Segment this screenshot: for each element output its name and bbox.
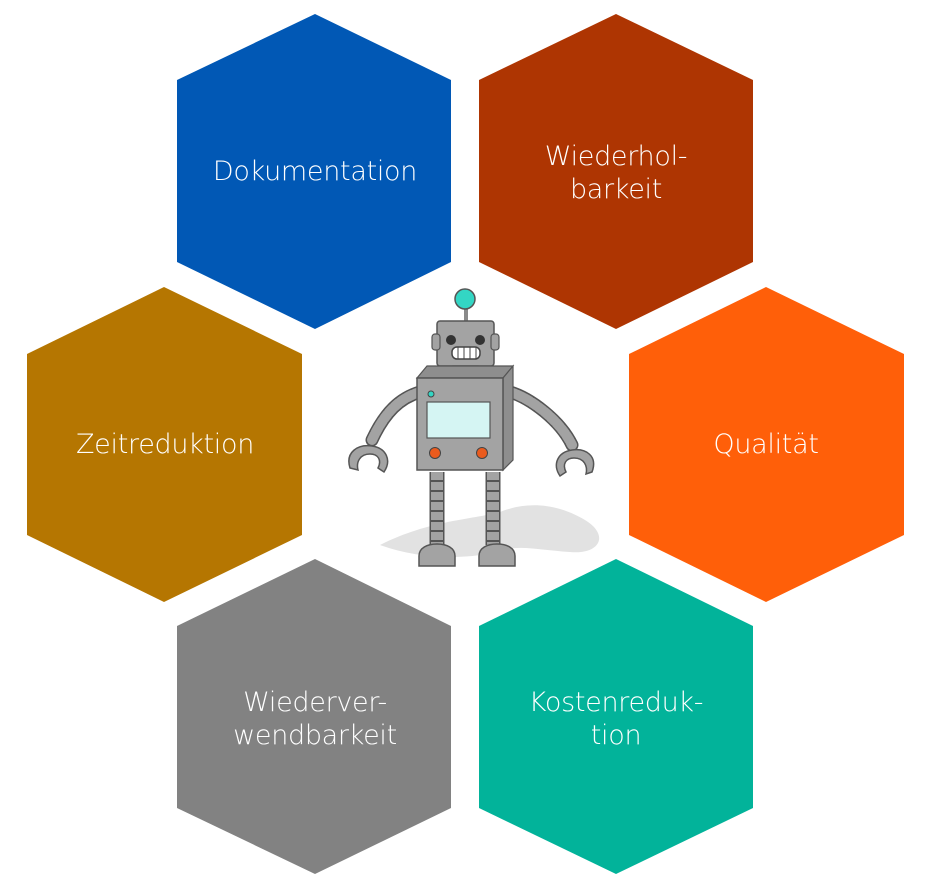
hex-wiederholbarkeit — [479, 14, 753, 329]
robot-button-right — [476, 447, 488, 459]
robot-screen — [426, 401, 491, 439]
right-claw — [555, 448, 595, 478]
label-wiederverwendbarkeit: Wiederver- wendbarkeit — [185, 686, 445, 752]
label-zeitreduktion: Zeitreduktion — [35, 428, 295, 461]
robot-button-left — [429, 447, 441, 459]
label-wiederholbarkeit: Wiederhol- barkeit — [486, 140, 746, 206]
label-line: barkeit — [569, 174, 663, 205]
robot-mouth — [451, 346, 481, 360]
antenna-ball — [454, 288, 476, 310]
hex-dokumentation — [177, 14, 451, 329]
robot-illustration — [348, 288, 600, 567]
right-foot — [478, 543, 516, 567]
hex-qualitaet — [629, 287, 904, 602]
hex-kostenreduktion — [479, 559, 753, 874]
label-line: Zeitreduktion — [75, 429, 255, 460]
label-line: Kostenreduk- — [528, 687, 704, 718]
label-dokumentation: Dokumentation — [185, 155, 445, 188]
left-claw — [348, 444, 389, 474]
label-line: wendbarkeit — [233, 720, 397, 751]
label-kostenreduktion: Kostenreduk- tion — [486, 686, 746, 752]
label-line: Wiederhol- — [544, 141, 688, 172]
hex-zeitreduktion — [27, 287, 302, 602]
hex-wiederverwendbarkeit — [177, 559, 451, 874]
label-line: Wiederver- — [243, 687, 387, 718]
label-line: Dokumentation — [212, 156, 418, 187]
label-line: tion — [590, 720, 642, 751]
label-qualitaet: Qualität — [636, 428, 896, 461]
label-line: Qualität — [713, 429, 819, 460]
left-foot — [418, 543, 456, 567]
